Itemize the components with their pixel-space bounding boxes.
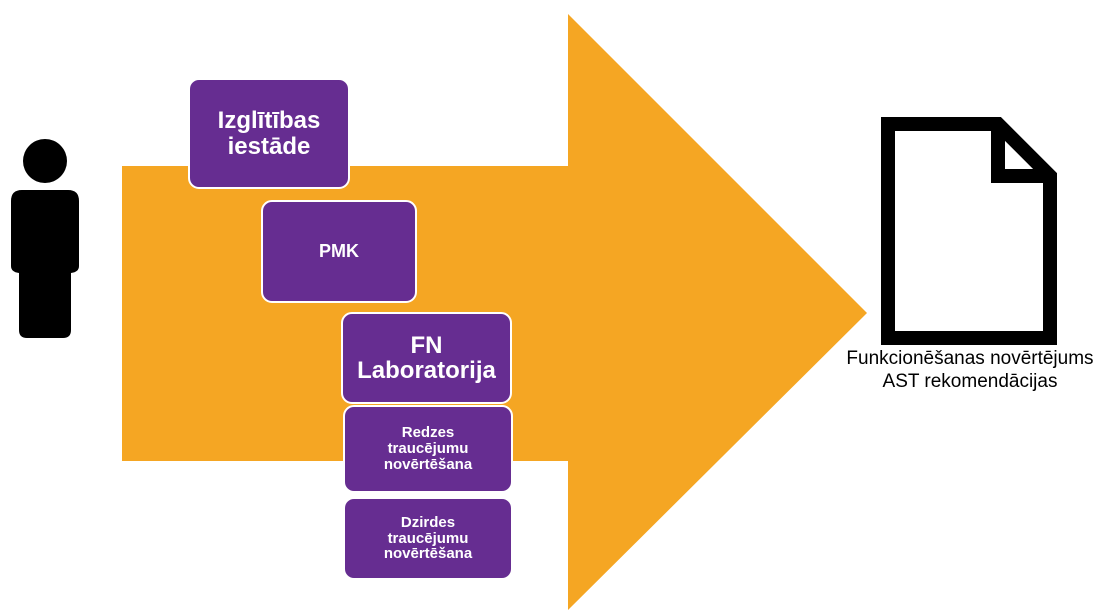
output-caption-line1: Funkcionēšanas novērtējums [846, 348, 1094, 369]
step-izglitibas-line2: iestāde [227, 132, 311, 160]
step-fn-laboratorija: FN Laboratorija [341, 312, 512, 404]
step-izglitibas-iestade: Izglītības iestāde [188, 78, 350, 189]
step-fn-line1: FN [410, 331, 443, 359]
step-redzes-traucejumu-novertesana: Redzes traucējumu novērtēšana [343, 405, 513, 493]
person-icon [11, 139, 79, 338]
step-fn-line2: Laboratorija [357, 357, 496, 384]
step-redzes-line3: novērtēšana [383, 455, 473, 473]
step-dzirdes-line2: traucējumu [387, 529, 469, 547]
step-redzes-line1: Redzes [401, 424, 455, 442]
step-dzirdes-traucejumu-novertesana: Dzirdes traucējumu novērtēšana [343, 497, 513, 580]
step-redzes-line2: traucējumu [387, 440, 469, 458]
document-icon [881, 117, 1057, 345]
step-dzirdes-line3: novērtēšana [383, 545, 473, 563]
output-caption: Funkcionēšanas novērtējums AST rekomendā… [830, 348, 1110, 394]
step-pmk-line1: PMK [319, 241, 359, 262]
output-caption-line2: AST rekomendācijas [882, 370, 1058, 392]
step-pmk: PMK [261, 200, 417, 303]
step-izglitibas-line1: Izglītības [217, 107, 321, 135]
step-dzirdes-line1: Dzirdes [400, 513, 456, 531]
